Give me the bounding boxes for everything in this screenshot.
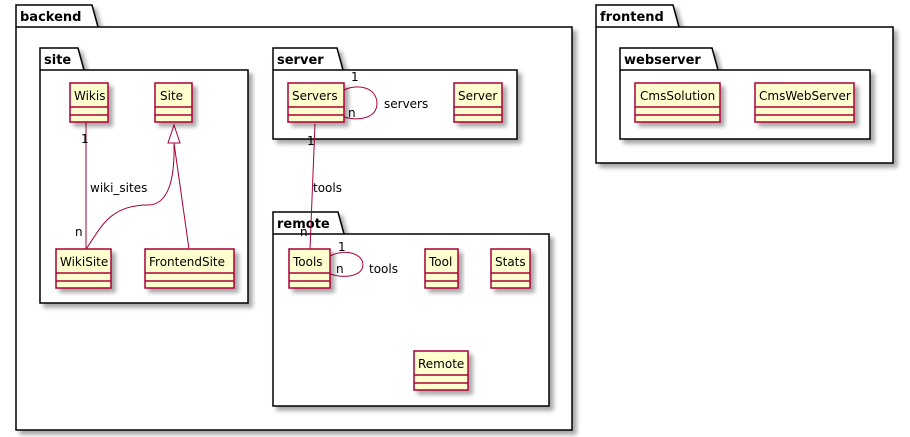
relation-servers-self (343, 86, 378, 120)
package-frontend-label: frontend (600, 10, 664, 25)
class-cmssolution-name: CmsSolution (640, 89, 715, 103)
class-stats[interactable] (490, 248, 531, 289)
class-frontendsite-name: FrontendSite (149, 255, 225, 269)
package-remote-label: remote (277, 217, 330, 232)
class-wikis-name: Wikis (74, 89, 105, 103)
class-tool-name: Tool (428, 255, 452, 269)
relation-servers-self-mult-to: n (348, 106, 356, 120)
relation-servers-tools (309, 123, 316, 250)
class-tools[interactable] (288, 248, 331, 289)
relation-tools-self-label: tools (369, 262, 398, 276)
package-webserver-label: webserver (624, 53, 701, 68)
relation-servers-tools-label: tools (313, 181, 342, 195)
class-tool[interactable] (424, 248, 459, 289)
class-site-name: Site (160, 89, 183, 103)
class-servers-name: Servers (292, 89, 338, 103)
relation-servers-tools-mult-from: 1 (307, 134, 315, 148)
relation-wikisite-extends-site (85, 142, 175, 250)
class-wikisite-name: WikiSite (60, 255, 108, 269)
class-cmswebserver-name: CmsWebServer (759, 89, 851, 103)
class-tools-name: Tools (292, 255, 323, 269)
relation-servers-tools-mult-to: n (300, 225, 308, 239)
class-remote[interactable] (413, 350, 469, 391)
class-wikis[interactable] (69, 82, 109, 123)
class-remote-name: Remote (418, 357, 464, 371)
class-stats-name: Stats (495, 255, 526, 269)
relation-servers-self-label: servers (384, 97, 428, 111)
class-servers[interactable] (287, 82, 345, 123)
inheritance-arrowhead (167, 123, 181, 144)
class-site[interactable] (154, 82, 193, 123)
relation-wiki-sites-label: wiki_sites (90, 181, 147, 195)
package-site-label: site (44, 53, 71, 68)
package-server-label: server (277, 53, 324, 68)
class-server-name: Server (458, 89, 497, 103)
relation-frontendsite-extends-site (173, 142, 190, 250)
class-frontendsite[interactable] (144, 248, 235, 289)
class-cmssolution[interactable] (634, 82, 721, 123)
relation-servers-self-mult-from: 1 (351, 70, 359, 84)
relation-tools-self-mult-from: 1 (338, 240, 346, 254)
package-remote (272, 211, 550, 407)
class-cmswebserver[interactable] (754, 82, 855, 123)
relation-tools-self-mult-to: n (336, 262, 344, 276)
class-server[interactable] (453, 82, 503, 123)
class-wikisite[interactable] (55, 248, 112, 289)
relation-wiki-sites-mult-to: n (75, 225, 83, 239)
relation-wiki-sites-mult-from: 1 (81, 132, 89, 146)
package-backend-label: backend (20, 10, 81, 25)
relation-tools-self (329, 251, 364, 277)
